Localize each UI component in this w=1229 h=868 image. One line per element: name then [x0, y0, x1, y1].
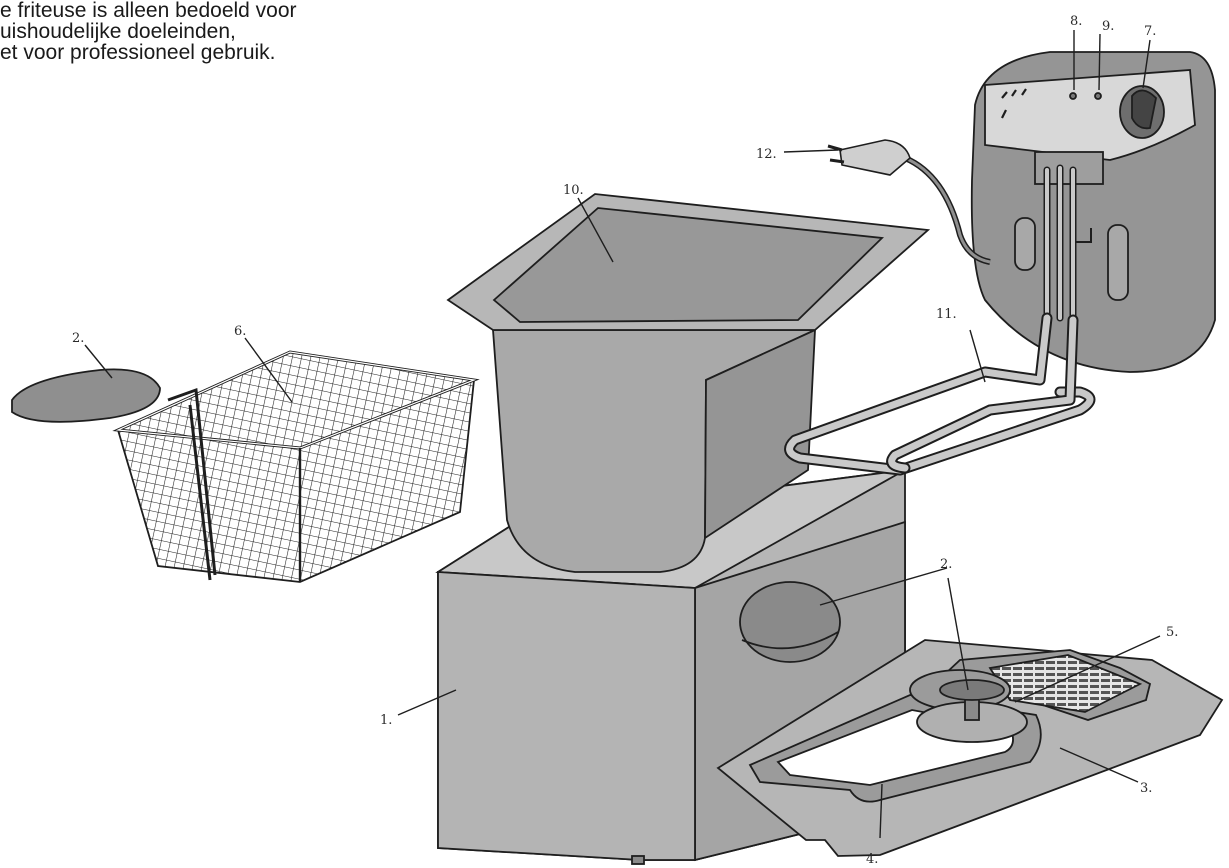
leader-lines [84, 149, 1161, 839]
notice-line-1: e friteuse is alleen bedoeld voor [0, 0, 297, 22]
control-unit [784, 51, 1216, 476]
callout-indicator-light-2: 9. [1102, 19, 1114, 34]
indicator-light-1 [1069, 92, 1077, 100]
callout-body: 1. [380, 713, 392, 728]
callout-thermostat-knob: 7. [1144, 24, 1156, 39]
tank-inner [492, 207, 884, 323]
callout-lid: 3. [1140, 781, 1152, 796]
indicator-leaders [1073, 30, 1151, 91]
callout-basket-handle: 2. [72, 331, 84, 346]
callout-filter: 5. [1166, 625, 1178, 640]
callout-basket: 6. [234, 324, 246, 339]
notice-line-3: et voor professioneel gebruik. [0, 41, 276, 64]
callout-labels: 1. 2. 2. 3. 4. 5. 6. 7. 8. 9. 10. 11. 12… [72, 14, 1178, 867]
body-foot [631, 855, 645, 865]
callout-oil-tank: 10. [563, 183, 584, 198]
lid [716, 639, 1224, 857]
indicator-light-2 [1094, 92, 1102, 100]
lid-handle [939, 679, 1005, 701]
oil-tank [446, 193, 931, 573]
body-front-face [437, 571, 696, 861]
power-cord [827, 139, 991, 265]
notice-line-2: uishoudelijke doeleinden, [0, 20, 236, 43]
callout-heating-element: 11. [936, 307, 957, 322]
callout-lid-handle: 2. [940, 557, 952, 572]
body-handle-recess [739, 581, 841, 663]
basket-handle [11, 368, 161, 423]
tank-basin [492, 329, 816, 573]
frying-basket [11, 350, 480, 583]
callout-indicator-light-1: 8. [1070, 14, 1082, 29]
basket-mesh [116, 351, 475, 583]
callout-power-plug: 12. [756, 147, 777, 162]
safety-notice: e friteuse is alleen bedoeld voor uishou… [0, 0, 297, 63]
callout-window: 4. [866, 852, 878, 867]
heating-element [784, 312, 1096, 476]
power-plug [839, 139, 911, 176]
